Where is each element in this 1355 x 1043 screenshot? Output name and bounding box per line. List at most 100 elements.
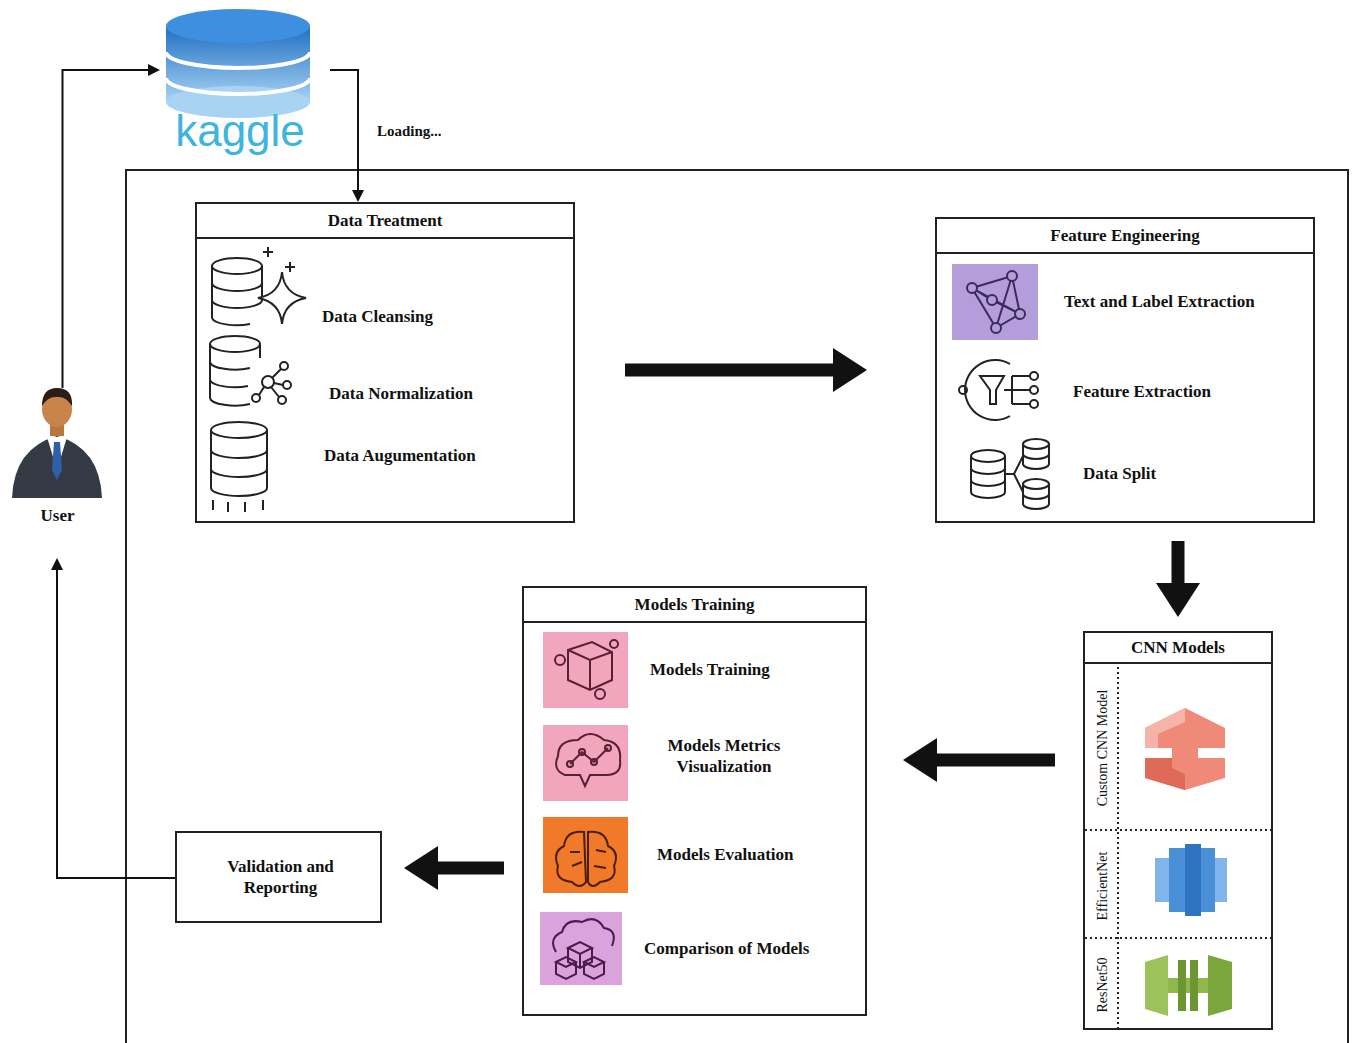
icon-part	[1015, 309, 1025, 319]
icon-part	[568, 642, 612, 690]
flow-arrow	[1172, 541, 1185, 583]
icon-part	[952, 264, 1038, 340]
panel-heading: Feature Engineering	[937, 219, 1313, 254]
custom-cnn-icon	[1145, 708, 1225, 790]
icon-part	[1007, 271, 1017, 281]
icon-part	[1208, 955, 1232, 1016]
item-label: Data Normalization	[329, 383, 473, 404]
icon-part	[280, 362, 288, 370]
system-frame	[126, 170, 1348, 1043]
icon-part	[212, 283, 262, 291]
user-figure	[12, 388, 102, 498]
model-row-label-cell: EfficientNet	[1085, 832, 1120, 940]
arrowhead	[833, 348, 867, 392]
icon-part	[266, 430, 268, 488]
icon-part	[1030, 400, 1038, 408]
icon-part	[570, 850, 606, 868]
icon-part	[1190, 960, 1198, 1011]
icon-part	[588, 832, 616, 886]
icon-part	[210, 430, 212, 488]
icon-part	[1185, 844, 1201, 916]
item-label: Text and Label Extraction	[1064, 291, 1255, 312]
model-row-label-cell: ResNet50	[1085, 940, 1120, 1030]
icon-part	[1085, 937, 1271, 939]
panel-heading: Models Training	[524, 588, 865, 623]
icon-part	[1030, 386, 1038, 394]
icon-part	[605, 745, 611, 751]
model-row-label-cell: Custom CNN Model	[1085, 664, 1120, 832]
icon-part	[1023, 479, 1049, 489]
connector-group	[330, 70, 364, 202]
logo-text: kaggle	[160, 106, 320, 156]
icon-part	[1145, 955, 1168, 1016]
icon-part	[1169, 848, 1185, 912]
icon-part	[987, 295, 997, 305]
feature-extraction-icon	[959, 360, 1038, 420]
item-label: Data Cleansing	[322, 306, 433, 327]
icon-part	[959, 386, 967, 394]
icon-part	[210, 362, 250, 370]
icon-part	[1155, 858, 1169, 902]
process-panel: Feature EngineeringText and Label Extrac…	[935, 217, 1315, 523]
item-label: Feature Extraction	[1073, 381, 1211, 402]
icon-part	[278, 396, 286, 404]
icon-part	[263, 247, 295, 272]
icon-part	[211, 450, 267, 458]
icon-part	[991, 323, 1001, 333]
icon-part	[595, 689, 605, 699]
icon-part	[166, 78, 310, 94]
icon-part	[972, 276, 1020, 328]
edge-label: Loading...	[375, 123, 444, 140]
icon-part	[212, 258, 262, 274]
arrowhead	[903, 738, 937, 782]
connector-group	[625, 348, 867, 392]
cleansing-icon	[212, 247, 306, 325]
icon-part	[570, 748, 608, 764]
icon-part	[553, 919, 614, 952]
icon-part	[965, 360, 1010, 420]
arrowhead	[352, 190, 364, 202]
process-panel: Models TrainingModels TrainingModels Met…	[522, 586, 867, 1016]
model-name: Custom CNN Model	[1095, 690, 1111, 807]
flow-arrow	[625, 364, 833, 377]
arrowhead	[148, 64, 160, 76]
icon-part	[213, 500, 263, 512]
icon-part	[567, 761, 573, 767]
extraction-icon	[952, 264, 1038, 340]
icon-part	[556, 957, 576, 979]
model-panel: CNN ModelsCustom CNN ModelEfficientNetRe…	[1083, 631, 1273, 1030]
icon-part	[553, 919, 614, 979]
icon-part	[252, 394, 260, 402]
icon-part	[1085, 829, 1271, 831]
icon-part	[556, 832, 616, 886]
icon-part	[212, 300, 262, 308]
icon-part	[1023, 439, 1049, 449]
icon-part	[211, 488, 267, 496]
item-label: Data Augumentation	[324, 445, 476, 466]
icon-part	[540, 912, 622, 985]
icon-part	[212, 318, 250, 325]
arrowhead	[404, 846, 438, 890]
icon-part	[12, 436, 102, 498]
icon-part	[543, 632, 628, 708]
metrics-icon	[543, 725, 628, 801]
cnn-dividers	[1085, 662, 1271, 1029]
efficientnet-icon	[1155, 844, 1227, 916]
icon-part	[1168, 978, 1208, 993]
icon-part	[1023, 444, 1049, 469]
icon-part	[1145, 758, 1185, 790]
panel-heading: CNN Models	[1085, 633, 1271, 664]
item-label: Validation and Reporting	[205, 856, 356, 899]
icon-part	[210, 398, 250, 406]
icon-part	[579, 749, 585, 755]
icon-part	[591, 759, 597, 765]
icon-part	[1004, 376, 1030, 404]
item-label: Models Evaluation	[657, 844, 794, 865]
data-split-icon	[971, 439, 1049, 509]
resnet50-icon	[1145, 955, 1232, 1016]
connector-line	[330, 70, 358, 190]
normalization-icon	[210, 336, 291, 406]
panel-heading: Data Treatment	[197, 204, 573, 239]
icon-part	[980, 376, 1004, 404]
icon-part	[211, 422, 267, 438]
